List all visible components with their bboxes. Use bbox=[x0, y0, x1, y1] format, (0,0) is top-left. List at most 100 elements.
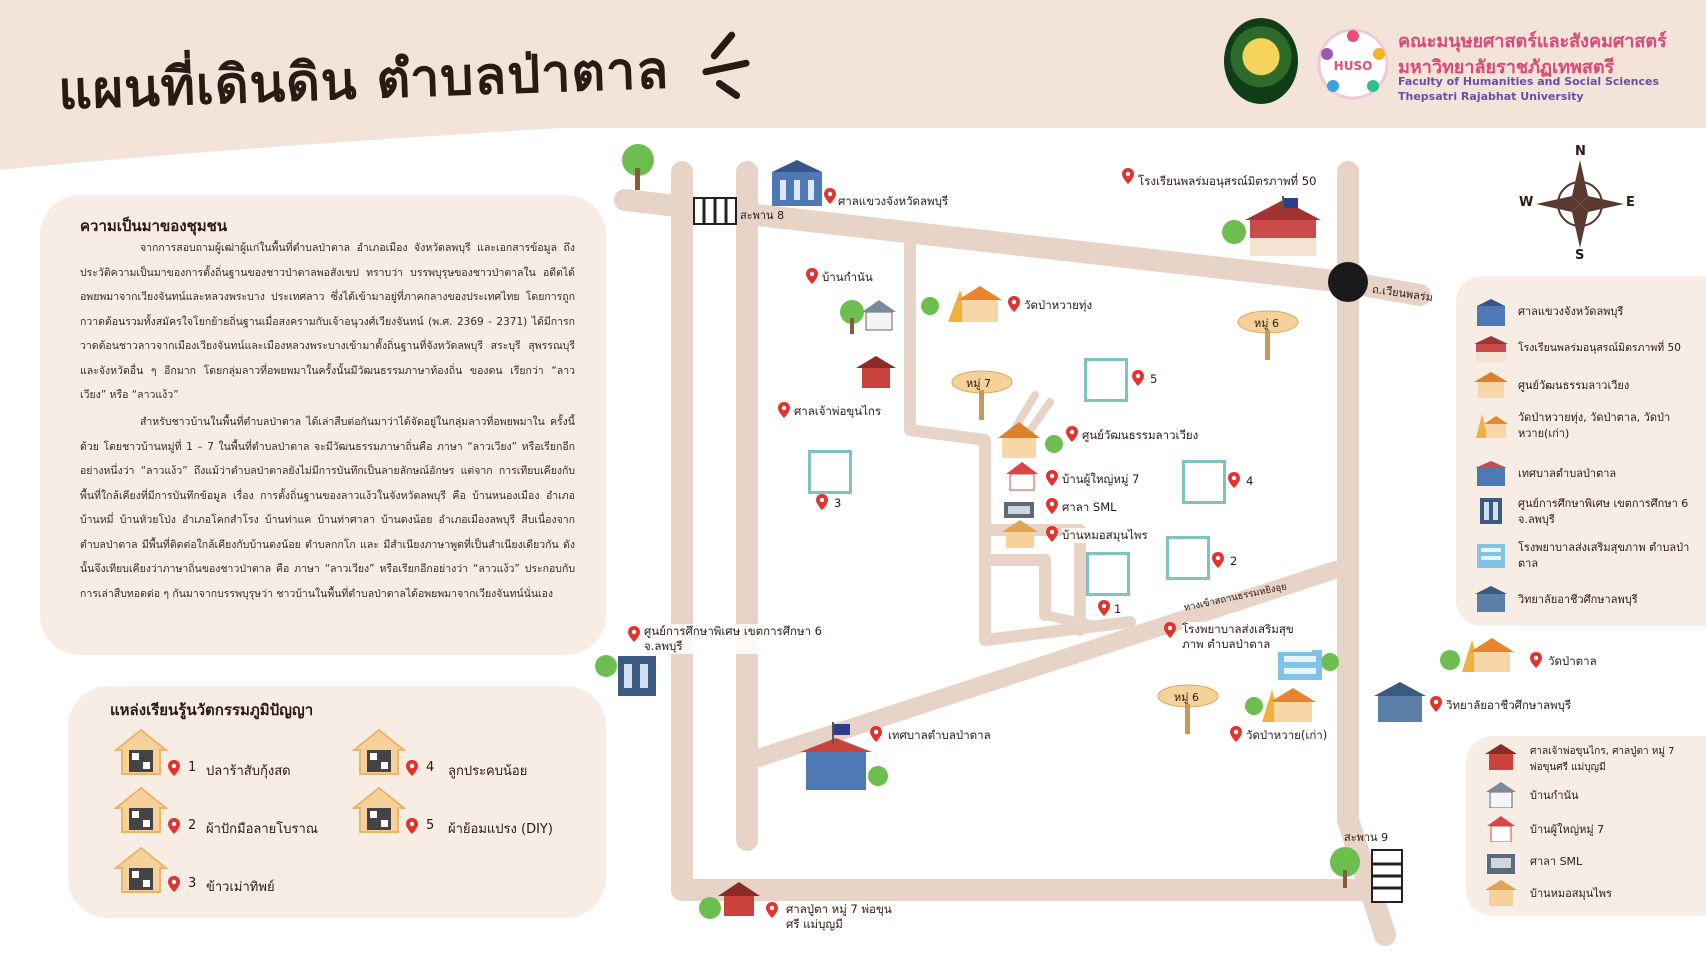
cultural-legend-icon bbox=[1474, 372, 1508, 398]
place-label: ศูนย์การศึกษาพิเศษ เขตการศึกษา 6 จ.ลพบุร… bbox=[644, 624, 822, 654]
learning-title: แหล่งเรียนรู้นวัตกรรมภูมิปัญญา bbox=[110, 701, 314, 719]
learning-item-label: ผ้าปักมือลายโบราณ bbox=[206, 822, 318, 837]
compass-west-label: W bbox=[1519, 195, 1534, 210]
bridge-9-icon bbox=[1371, 849, 1403, 903]
moo-signpost-icon bbox=[1237, 310, 1299, 360]
place-label: วิทยาลัยอาชีวศึกษาลพบุรี bbox=[1446, 698, 1572, 713]
place-label: เทศบาลตำบลป่าตาล bbox=[888, 728, 991, 743]
vocational-icon bbox=[1374, 682, 1426, 722]
location-pin-icon bbox=[1046, 526, 1058, 542]
location-pin-icon bbox=[168, 818, 180, 834]
moo-signpost-icon bbox=[1157, 684, 1219, 734]
location-pin-icon bbox=[1046, 498, 1058, 514]
location-pin-icon bbox=[824, 188, 836, 204]
location-pin-icon bbox=[168, 876, 180, 892]
university-seal-icon bbox=[1224, 18, 1298, 104]
learning-item-number: 3 bbox=[188, 876, 197, 891]
learning-item-number: 2 bbox=[188, 818, 197, 833]
location-pin-icon bbox=[806, 268, 818, 284]
location-pin-icon bbox=[1228, 472, 1240, 488]
legend-label: ศาลา SML bbox=[1530, 855, 1583, 868]
compass-north-label: N bbox=[1575, 144, 1586, 159]
compass-south-label: S bbox=[1575, 248, 1585, 263]
location-pin-icon bbox=[1008, 296, 1020, 312]
special-ed-legend-icon bbox=[1480, 498, 1502, 524]
location-pin-icon bbox=[1430, 696, 1442, 712]
learning-item-number: 1 bbox=[188, 760, 197, 775]
location-pin-icon bbox=[870, 726, 882, 742]
shrine-puta-icon bbox=[718, 882, 760, 916]
place-label: บ้านหมอสมุนไพร bbox=[1062, 528, 1148, 543]
legend-label: บ้านกำนัน bbox=[1530, 789, 1579, 802]
history-paragraph-2: สำหรับชาวบ้านในพื้นที่ตำบลป่าตาล ได้เล่า… bbox=[80, 416, 575, 600]
herbal-legend-icon bbox=[1485, 880, 1517, 906]
hospital-icon bbox=[1278, 650, 1322, 680]
legend-label: ศาลแขวงจังหวัดลพบุรี bbox=[1518, 305, 1624, 318]
place-label: ศาลเจ้าพ่อขุนไกร bbox=[794, 404, 882, 419]
special-ed-icon bbox=[618, 656, 656, 696]
location-pin-icon bbox=[406, 760, 418, 776]
qr-house-icon bbox=[114, 846, 168, 893]
moo-6-label: หมู่ 6 bbox=[1174, 691, 1199, 704]
qr-number: 4 bbox=[1246, 474, 1254, 488]
municipality-legend-icon bbox=[1475, 461, 1507, 486]
faculty-logo-text: HUSO bbox=[1334, 59, 1373, 73]
qr-number: 2 bbox=[1230, 554, 1238, 568]
legend-label: วัดป่าหวายทุ่ง, วัดป่าตาล, วัดป่าหวาย(เก… bbox=[1518, 411, 1671, 440]
location-pin-icon bbox=[1230, 726, 1242, 742]
history-title: ความเป็นมาของชุมชน bbox=[80, 217, 228, 235]
sala-legend-icon bbox=[1487, 854, 1515, 874]
shrine-legend-icon bbox=[1485, 744, 1517, 770]
location-pin-icon bbox=[168, 760, 180, 776]
headman-house-icon bbox=[1006, 462, 1038, 491]
qr-code-icon bbox=[1182, 460, 1226, 504]
place-label: วัดป่าหวายทุ่ง bbox=[1024, 298, 1093, 313]
wat-patan-icon bbox=[1462, 638, 1514, 672]
sala-icon bbox=[1004, 502, 1034, 518]
headman-legend-icon bbox=[1487, 816, 1515, 842]
qr-house-icon bbox=[352, 786, 406, 833]
hospital-legend-icon bbox=[1477, 544, 1505, 568]
qr-code-icon bbox=[1086, 552, 1130, 596]
place-label: โรงพยาบาลส่งเสริมสุขภาพ ตำบลป่าตาล bbox=[1182, 622, 1312, 652]
place-label: ศาลา SML bbox=[1062, 500, 1117, 515]
legend-label: ศาลเจ้าพ่อขุนไกร, ศาลปู่ตา หมู่ 7 พ่อขุน… bbox=[1530, 746, 1675, 773]
place-label: วัดป่าหวาย(เก่า) bbox=[1246, 728, 1328, 743]
shrine-icon bbox=[856, 356, 896, 388]
location-pin-icon bbox=[1530, 652, 1542, 668]
bridge-8-label: สะพาน 8 bbox=[740, 209, 785, 222]
legend-label: บ้านผู้ใหญ่หมู่ 7 bbox=[1530, 823, 1605, 836]
legend-label: โรงพยาบาลส่งเสริมสุขภาพ ตำบลป่าตาล bbox=[1518, 541, 1690, 570]
location-pin-icon bbox=[1164, 622, 1176, 638]
learning-item-label: ผ้าย้อมแปรง (DIY) bbox=[448, 822, 553, 837]
place-label: ศาลแขวงจังหวัดลพบุรี bbox=[838, 194, 949, 209]
location-pin-icon bbox=[628, 626, 640, 642]
compass-east-label: E bbox=[1626, 195, 1635, 210]
qr-number: 3 bbox=[834, 496, 842, 510]
history-panel bbox=[40, 195, 606, 655]
location-pin-icon bbox=[1122, 168, 1134, 184]
qr-house-icon bbox=[114, 728, 168, 775]
history-paragraph-1: จากการสอบถามผู้เฒ่าผู้แก่ในพื้นที่ตำบลป่… bbox=[80, 242, 575, 401]
house-icon bbox=[862, 300, 896, 331]
place-label: บ้านผู้ใหญ่หมู่ 7 bbox=[1062, 472, 1140, 487]
qr-code-icon bbox=[1166, 536, 1210, 580]
location-pin-icon bbox=[406, 818, 418, 834]
vocational-legend-icon bbox=[1475, 586, 1507, 612]
faculty-name-th: คณะมนุษยศาสตร์และสังคมศาสตร์ bbox=[1398, 31, 1667, 52]
temple-legend-icon bbox=[1476, 414, 1508, 438]
qr-code-icon bbox=[808, 450, 852, 494]
moo-signpost-icon bbox=[951, 370, 1013, 420]
qr-number: 1 bbox=[1114, 602, 1122, 616]
location-pin-icon bbox=[1132, 370, 1144, 386]
location-pin-icon bbox=[1066, 426, 1078, 442]
university-name-th: มหาวิทยาลัยราชภัฏเทพสตรี bbox=[1398, 57, 1615, 78]
cultural-center-icon bbox=[998, 422, 1040, 458]
location-pin-icon bbox=[816, 494, 828, 510]
school-legend-icon bbox=[1474, 336, 1508, 362]
school-building-icon bbox=[1245, 196, 1321, 256]
house-legend-icon bbox=[1486, 782, 1516, 808]
qr-number: 5 bbox=[1150, 372, 1158, 386]
learning-item-label: ข้าวเม่าทิพย์ bbox=[206, 880, 275, 895]
